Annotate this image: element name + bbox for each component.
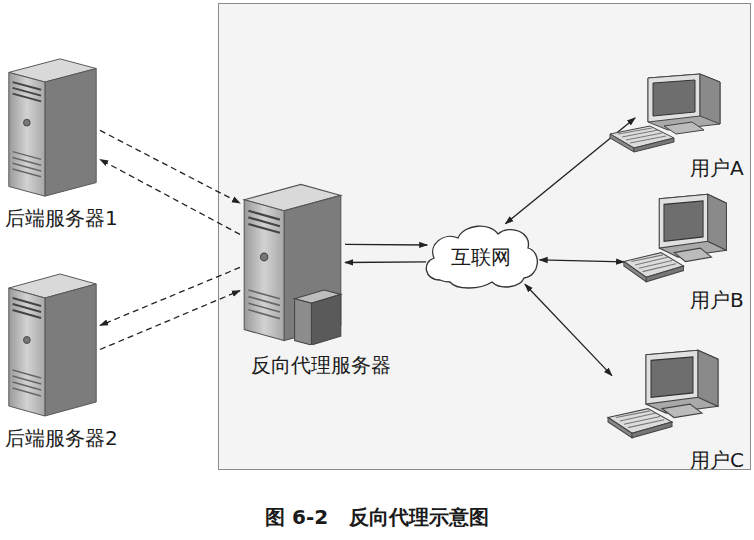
user-computer: 用户C [606, 348, 724, 440]
computer-icon [622, 192, 732, 284]
node-label: 反向代理服务器 [251, 353, 391, 377]
dashed-arrow [100, 267, 240, 325]
computer-icon [608, 72, 726, 154]
user-computer: 用户B [622, 192, 732, 284]
node-label: 用户A [690, 156, 744, 180]
backend-server: 后端服务器1 [5, 55, 100, 200]
backend-server: 后端服务器2 [5, 270, 100, 420]
server-icon [5, 55, 100, 200]
dashed-arrow [100, 159, 240, 234]
arrow-connector [345, 261, 426, 263]
server-icon [5, 270, 100, 420]
arrow-connector [540, 260, 625, 262]
computer-icon [606, 348, 724, 440]
figure-caption: 图 6-2 反向代理示意图 [0, 504, 754, 530]
server-icon [240, 180, 345, 345]
node-label: 后端服务器2 [5, 426, 118, 450]
arrow-connector [345, 244, 427, 246]
node-label: 后端服务器1 [5, 206, 118, 230]
node-label: 用户B [690, 288, 744, 312]
user-computer: 用户A [608, 72, 726, 154]
internet-cloud: 互联网 [420, 218, 542, 290]
proxy-server: 反向代理服务器 [240, 180, 345, 345]
dashed-arrow [100, 291, 240, 350]
dashed-arrow [100, 130, 240, 203]
cloud-label: 互联网 [451, 245, 511, 269]
proxy-region [219, 4, 751, 470]
arrow-connector [525, 284, 612, 375]
node-label: 用户C [690, 448, 744, 472]
